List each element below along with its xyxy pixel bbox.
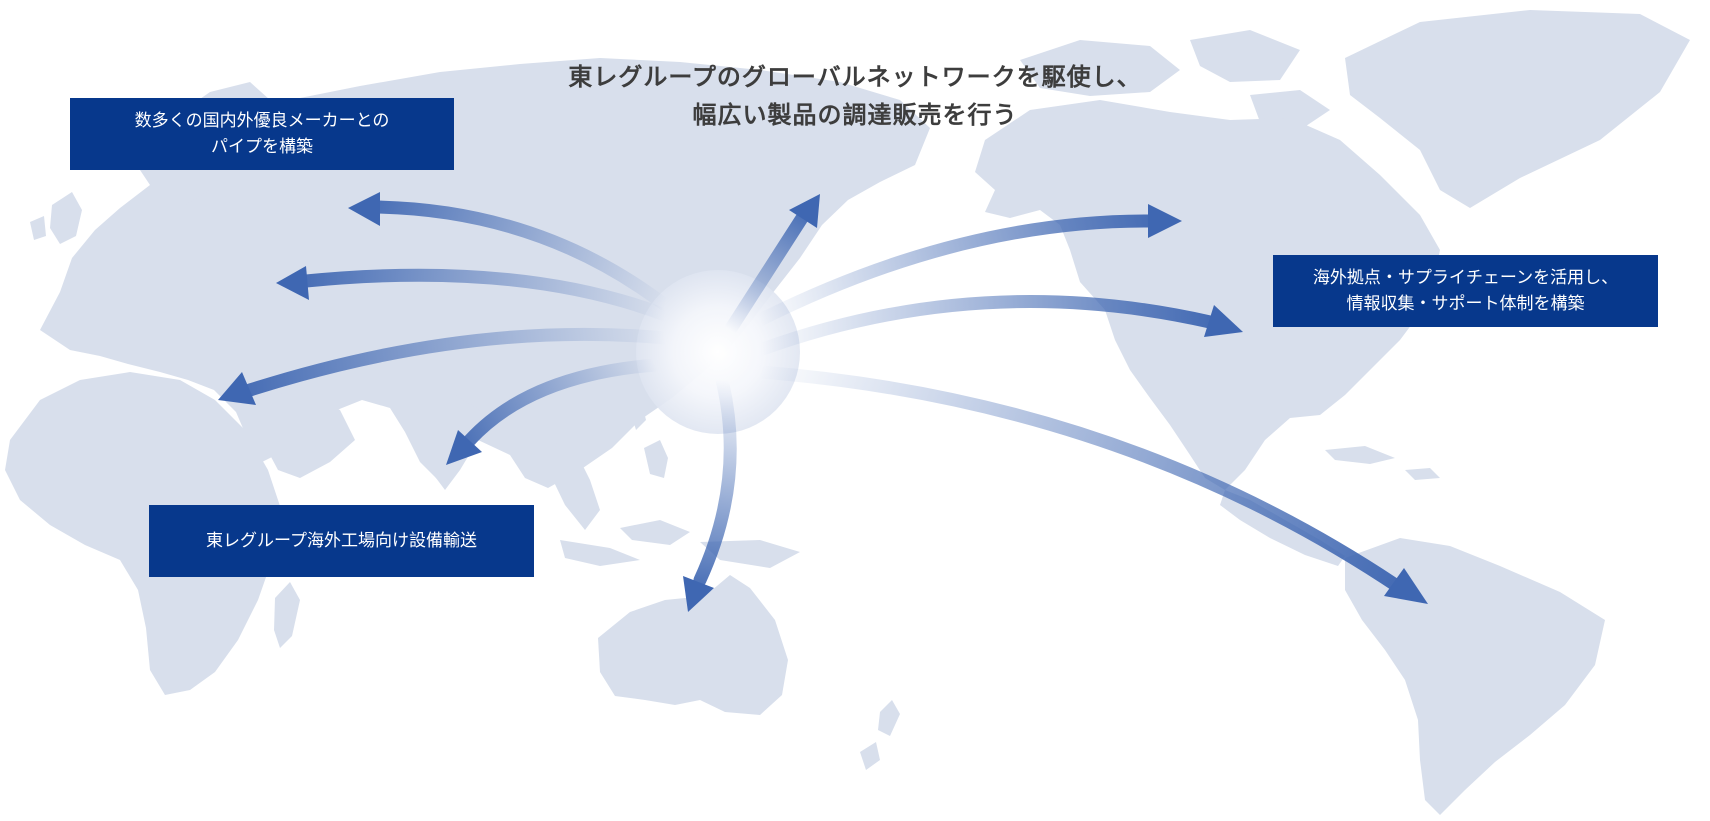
callout-equipment-line-1: 東レグループ海外工場向け設備輸送 (206, 531, 477, 551)
headline-line-2: 幅広い製品の調達販売を行う (692, 101, 1018, 129)
callout-equipment: 東レグループ海外工場向け設備輸送 (149, 505, 534, 577)
land-arctic-islands (1020, 30, 1330, 130)
land-south-america (1345, 538, 1605, 815)
callout-overseas-line-2: 情報収集・サポート体制を構築 (1346, 294, 1585, 314)
arrow-kamchatka (723, 194, 820, 337)
arrow-middle-east (218, 327, 672, 405)
land-arabia (250, 392, 355, 478)
callout-suppliers-line-1: 数多くの国内外優良メーカーとの (134, 111, 390, 131)
arrow-europe (348, 192, 672, 312)
arrow-alaska (753, 204, 1182, 327)
headline: 東レグループのグローバルネットワークを駆使し、 幅広い製品の調達販売を行う (355, 58, 1355, 134)
land-southeast-asia (548, 440, 600, 530)
network-arrows (218, 192, 1428, 612)
land-madagascar (274, 582, 300, 648)
land-north-america (975, 100, 1440, 490)
land-greenland (1345, 10, 1690, 208)
land-indonesia (560, 520, 800, 568)
arrow-south-america (753, 365, 1428, 604)
arrow-north-america (753, 295, 1243, 357)
hub-glow (636, 270, 800, 434)
land-philippines (630, 404, 668, 478)
arrow-india (446, 358, 662, 465)
headline-line-1: 東レグループのグローバルネットワークを駆使し、 (568, 63, 1142, 91)
arrow-russia (276, 266, 672, 322)
land-caribbean (1325, 446, 1440, 480)
callout-overseas: 海外拠点・サプライチェーンを活用し、 情報収集・サポート体制を構築 (1273, 255, 1658, 327)
land-british-isles (30, 192, 82, 244)
land-new-zealand (860, 700, 900, 770)
callout-overseas-line-1: 海外拠点・サプライチェーンを活用し、 (1312, 268, 1619, 288)
land-africa (5, 372, 282, 695)
land-india (400, 395, 480, 490)
callout-suppliers-line-2: パイプを構築 (211, 137, 313, 157)
callout-suppliers: 数多くの国内外優良メーカーとの パイプを構築 (70, 98, 454, 170)
land-australia (598, 575, 788, 715)
arrow-australia (683, 373, 737, 612)
